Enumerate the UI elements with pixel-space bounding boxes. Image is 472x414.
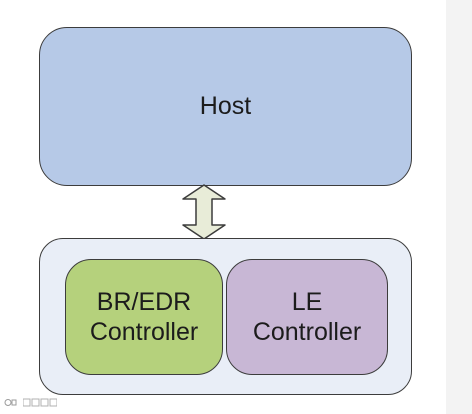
watermark [4, 398, 58, 409]
watermark-glyphs [22, 398, 58, 407]
logo-icon [4, 399, 17, 406]
bidirectional-arrow-icon [182, 184, 226, 240]
bredr-controller-label: BR/EDR Controller [89, 288, 199, 346]
page-margin [446, 0, 472, 414]
le-controller-label: LE Controller [252, 288, 362, 346]
le-controller-box [226, 259, 388, 375]
host-box [39, 27, 412, 186]
bredr-controller-box [65, 259, 223, 375]
host-label: Host [199, 92, 252, 120]
